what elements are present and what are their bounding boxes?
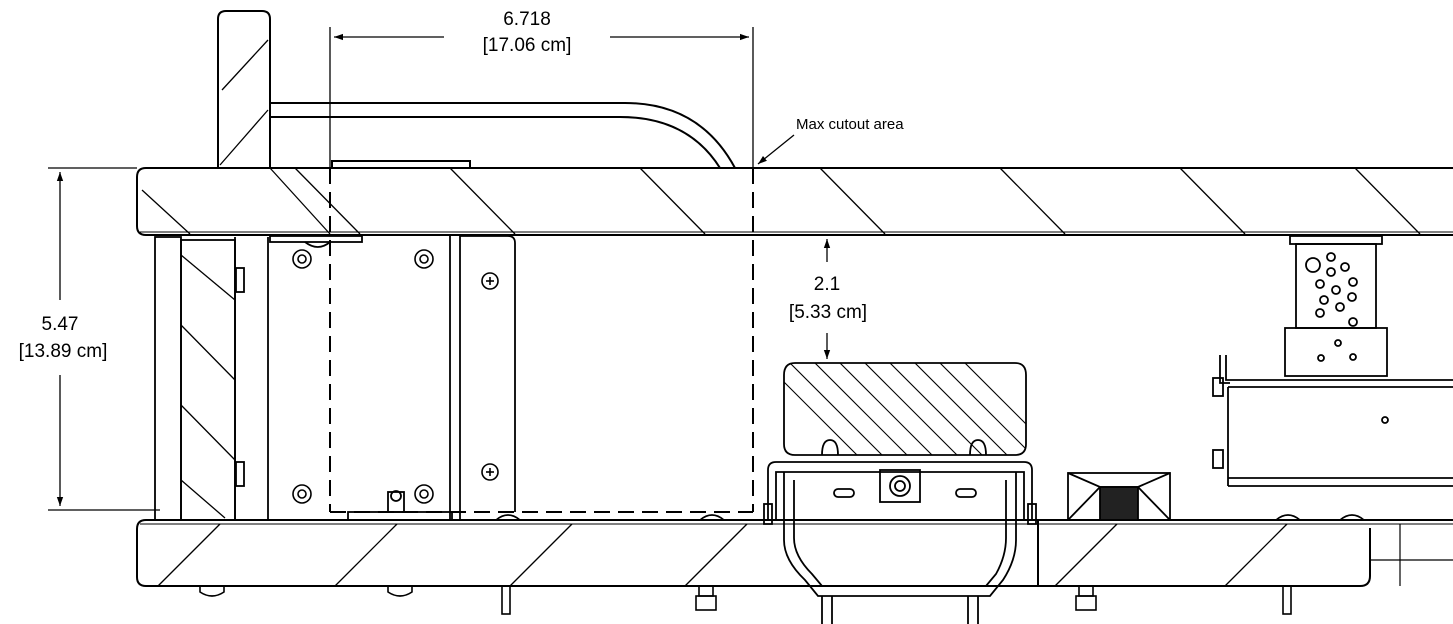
dimension-left-height: 5.47 [13.89 cm] bbox=[19, 167, 160, 511]
clip-bracket bbox=[763, 439, 1037, 624]
screw-heads bbox=[292, 249, 499, 504]
dimension-top-width-metric: [17.06 cm] bbox=[483, 35, 572, 56]
dimension-left-height-value: 5.47 bbox=[42, 314, 79, 335]
dimension-clearance-value: 2.1 bbox=[814, 274, 840, 295]
dimension-top-width: 6.718 [17.06 cm] bbox=[329, 9, 754, 168]
max-cutout-outline bbox=[329, 168, 754, 513]
gear-block bbox=[1067, 472, 1171, 521]
left-bracket bbox=[154, 236, 269, 521]
dimension-clearance-metric: [5.33 cm] bbox=[789, 302, 867, 323]
bottom-fasteners bbox=[199, 514, 1365, 615]
right-mechanism bbox=[1212, 235, 1453, 487]
hatched-block bbox=[783, 362, 1027, 456]
cutout-note-label: Max cutout area bbox=[796, 116, 904, 133]
cutout-note-leader: Max cutout area bbox=[757, 116, 904, 165]
center-plate bbox=[269, 235, 516, 521]
dimension-left-height-metric: [13.89 cm] bbox=[19, 341, 108, 362]
handle bbox=[217, 10, 736, 169]
upper-slab bbox=[136, 167, 1453, 236]
dimension-top-width-value: 6.718 bbox=[503, 9, 551, 30]
dimension-clearance: 2.1 [5.33 cm] bbox=[789, 239, 867, 359]
lower-slab bbox=[136, 519, 1453, 587]
